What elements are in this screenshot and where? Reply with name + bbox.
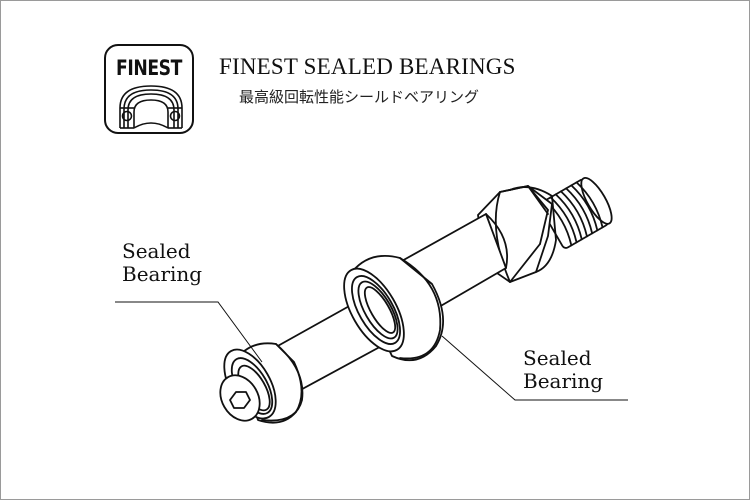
callout-leaders bbox=[115, 301, 628, 401]
middle-bearing bbox=[343, 254, 445, 362]
socket-head bbox=[219, 374, 261, 422]
threaded-end bbox=[539, 177, 613, 249]
logo-text: FINEST bbox=[115, 56, 183, 80]
callout-line1: Sealed bbox=[122, 239, 191, 263]
callout-line1: Sealed bbox=[523, 346, 592, 370]
bearing-cross-section-icon bbox=[119, 85, 183, 129]
leader-line-middle bbox=[441, 335, 628, 401]
callout-label-front-bearing: Sealed Bearing bbox=[122, 240, 202, 286]
page-title: FINEST SEALED BEARINGS bbox=[219, 54, 516, 79]
leader-line-front bbox=[115, 301, 263, 363]
page-subtitle: 最高級回転性能シールドベアリング bbox=[239, 88, 480, 106]
callout-line2: Bearing bbox=[523, 369, 604, 393]
finest-logo: FINEST bbox=[104, 44, 194, 134]
callout-line2: Bearing bbox=[122, 262, 203, 286]
callout-label-middle-bearing: Sealed Bearing bbox=[523, 347, 603, 393]
